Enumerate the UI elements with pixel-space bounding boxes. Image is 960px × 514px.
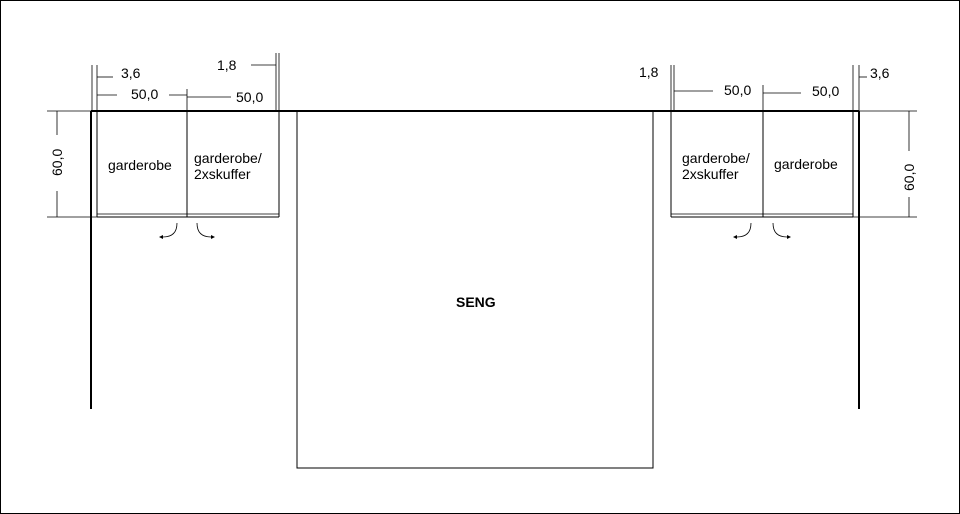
right-side-gap-dimension: 3,6 — [870, 65, 890, 81]
right-width-b-dimension: 50,0 — [812, 83, 839, 99]
left-side-gap-dimension: 3,6 — [121, 65, 141, 81]
door-swing-marks — [162, 222, 788, 238]
left-wardrobe-unit — [96, 111, 280, 218]
right-depth-dimension: 60,0 — [901, 164, 917, 191]
left-depth-dimension: 60,0 — [49, 149, 65, 176]
left-inner-wardrobe-label-2: 2xskuffer — [194, 166, 251, 182]
right-inner-wardrobe-label-1: garderobe/ — [682, 150, 750, 166]
right-top-gap-dimension: 1,8 — [639, 64, 659, 80]
left-top-gap-dimension: 1,8 — [217, 57, 237, 73]
right-dimension-lines — [670, 65, 917, 218]
right-outer-wardrobe-label: garderobe — [774, 156, 838, 172]
right-width-a-dimension: 50,0 — [724, 82, 751, 98]
left-inner-wardrobe-label-1: garderobe/ — [194, 150, 262, 166]
left-width-b-dimension: 50,0 — [236, 89, 263, 105]
bed-label: SENG — [456, 294, 496, 310]
left-dimension-lines — [47, 53, 280, 218]
bed-rectangle — [296, 110, 654, 469]
left-outer-wardrobe-label: garderobe — [108, 157, 172, 173]
right-inner-wardrobe-label-2: 2xskuffer — [682, 166, 739, 182]
left-width-a-dimension: 50,0 — [131, 86, 158, 102]
right-wardrobe-unit — [670, 111, 854, 218]
